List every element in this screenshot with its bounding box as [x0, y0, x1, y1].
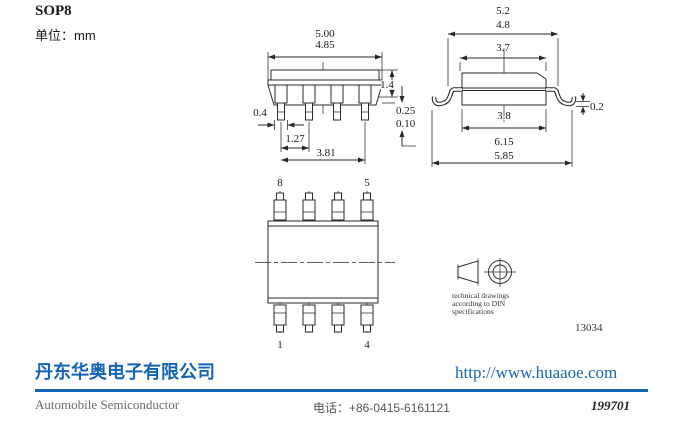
top-view-body	[255, 220, 395, 304]
top-view-pin-labels: 8 5 1 4	[276, 176, 372, 353]
top-view-pins-top	[273, 191, 374, 221]
phone-number: 电话：+86-0415-6161121	[313, 401, 450, 415]
concentric-circles-icon	[484, 258, 516, 287]
pin-label-5: 5	[364, 177, 370, 189]
dim-standoff-min: 0.10	[396, 118, 416, 130]
side-view-pitch-dimension: 1.27	[280, 122, 310, 152]
end-view-body-bottom-dimension: 3.8	[461, 109, 547, 132]
dim-standoff-max: 0.25	[396, 105, 416, 117]
unit-label: 单位：mm	[35, 28, 96, 43]
pin-label-1: 1	[277, 339, 283, 351]
din-note-line2: according to DIN	[452, 299, 506, 308]
dim-lead-width: 0.4	[253, 107, 267, 119]
dim-body-top: 3.7	[496, 42, 510, 54]
end-view-lead-thickness-dimension: 0.2	[576, 93, 605, 115]
dim-width-max: 5.2	[496, 5, 510, 17]
dim-pitch: 1.27	[285, 133, 305, 145]
side-view-body	[267, 62, 383, 121]
dim-span-max: 6.15	[494, 136, 514, 148]
footer-divider	[35, 389, 648, 392]
company-name: 丹东华奥电子有限公司	[35, 362, 215, 382]
end-view-body	[431, 48, 577, 122]
side-view-standoff-dimension: 0.25 0.10	[382, 86, 417, 147]
website-link[interactable]: http://www.huaaoe.com	[455, 363, 618, 382]
drawing-number: 13034	[575, 322, 603, 334]
side-view-drawing: 5.00 4.85	[235, 18, 425, 177]
side-view-height-dimension: 1.4	[378, 69, 398, 98]
pin-label-8: 8	[277, 177, 283, 189]
dim-height: 1.4	[380, 79, 394, 91]
pin-label-4: 4	[364, 339, 370, 351]
dim-width-max: 5.00	[315, 28, 335, 40]
end-view-width-dimension: 5.2 4.8	[447, 4, 559, 86]
side-view-lead-width-dimension: 0.4	[252, 106, 304, 130]
dim-width-min: 4.85	[315, 39, 335, 51]
company-tagline: Automobile Semiconductor	[35, 397, 180, 412]
end-view-body-top-dimension: 3.7	[459, 41, 547, 71]
side-view-width-dimension: 5.00 4.85	[267, 27, 383, 84]
doc-code: 199701	[591, 398, 630, 413]
top-view-pins-bottom	[273, 303, 374, 333]
side-view-span-dimension: 3.81	[281, 122, 366, 164]
din-note-block: technical drawings according to DIN spec…	[448, 255, 608, 326]
dim-width-min: 4.8	[496, 19, 510, 31]
dim-lead-thickness: 0.2	[590, 101, 604, 113]
top-view-drawing: 8 5 1 4	[245, 172, 405, 362]
dim-span-min: 5.85	[494, 150, 514, 162]
dim-lead-span: 3.81	[316, 147, 335, 159]
din-note-line3: specifications	[452, 307, 494, 316]
end-view-span-dimension: 6.15 5.85	[431, 110, 573, 167]
first-angle-projection-icon	[457, 258, 479, 286]
end-view-drawing: 5.2 4.8 3.7	[420, 0, 620, 180]
dim-body-bottom: 3.8	[497, 110, 511, 122]
page-title: SOP8	[35, 3, 72, 19]
din-note-line1: technical drawings	[452, 291, 509, 300]
